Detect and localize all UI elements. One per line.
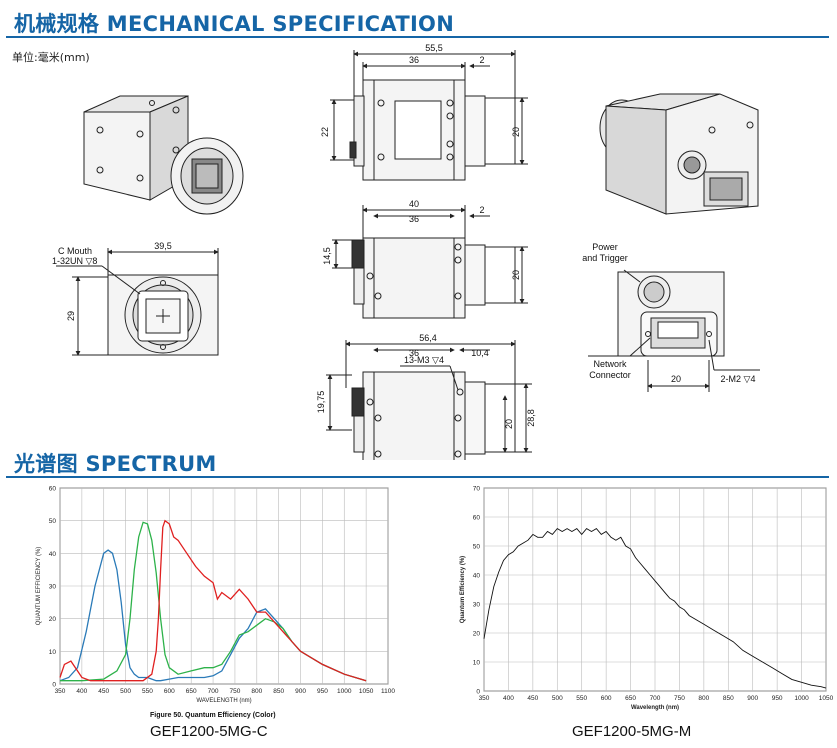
x-tick-label: 400 bbox=[76, 688, 87, 695]
dim-mid-right-h: 20 bbox=[511, 270, 521, 280]
x-tick-label: 550 bbox=[142, 688, 153, 695]
y-tick-label: 50 bbox=[49, 518, 57, 525]
camera-front-view bbox=[56, 248, 219, 356]
spectrum-title-rule bbox=[6, 476, 829, 478]
dim-mid-total: 40 bbox=[409, 199, 419, 209]
x-tick-label: 800 bbox=[251, 688, 262, 695]
x-axis-label: Wavelength (nm) bbox=[631, 705, 679, 711]
unit-label: 单位:毫米(mm) bbox=[12, 51, 90, 64]
camera-side-view bbox=[332, 205, 528, 319]
x-tick-label: 850 bbox=[723, 695, 734, 702]
camera-rear-view bbox=[588, 269, 760, 392]
y-axis-label: QUANTUM EFFICIENCY (%) bbox=[36, 547, 42, 626]
front-label-thread: 1-32UN ▽8 bbox=[52, 256, 97, 266]
x-tick-label: 800 bbox=[698, 695, 709, 702]
dim-top-left-h: 22 bbox=[320, 127, 330, 137]
x-tick-label: 450 bbox=[98, 688, 109, 695]
mechanical-title-rule bbox=[6, 36, 829, 38]
x-axis-label: WAVELENGTH (nm) bbox=[196, 698, 251, 704]
x-tick-label: 700 bbox=[208, 688, 219, 695]
x-tick-label: 650 bbox=[625, 695, 636, 702]
dim-bot-screw: 13-M3 ▽4 bbox=[404, 355, 444, 365]
y-tick-label: 40 bbox=[473, 573, 481, 580]
dim-bot-right-h1: 20 bbox=[504, 419, 514, 429]
dim-top-total: 55,5 bbox=[425, 43, 443, 53]
caption-mono-model: GEF1200-5MG-M bbox=[572, 723, 692, 740]
y-axis-label: Quantum Efficiency (%) bbox=[460, 556, 466, 623]
camera-bottom-view bbox=[326, 340, 532, 460]
y-tick-label: 40 bbox=[49, 551, 57, 558]
camera-top-view bbox=[330, 50, 528, 181]
series-line bbox=[60, 521, 367, 682]
x-tick-label: 700 bbox=[650, 695, 661, 702]
x-tick-label: 1050 bbox=[819, 695, 834, 702]
dim-bot-total: 56,4 bbox=[419, 333, 437, 343]
x-tick-label: 350 bbox=[55, 688, 66, 695]
x-tick-label: 950 bbox=[772, 695, 783, 702]
figure-caption: Figure 50. Quantum Efficiency (Color) bbox=[150, 712, 276, 719]
x-tick-label: 950 bbox=[317, 688, 328, 695]
y-tick-label: 70 bbox=[473, 486, 481, 493]
x-tick-label: 600 bbox=[601, 695, 612, 702]
x-tick-label: 1050 bbox=[359, 688, 374, 695]
spectrum-title: 光谱图 SPECTRUM bbox=[14, 452, 217, 476]
rear-label-power: Power bbox=[592, 242, 618, 252]
dim-front-h: 29 bbox=[66, 311, 76, 321]
y-tick-label: 0 bbox=[52, 682, 56, 689]
mechanical-drawings: 55,5 36 2 22 20 40 36 2 14,5 20 56,4 36 … bbox=[52, 43, 760, 460]
dim-front-w: 39,5 bbox=[154, 241, 172, 251]
x-tick-label: 400 bbox=[503, 695, 514, 702]
dim-bot-right-h2: 28,8 bbox=[526, 409, 536, 427]
dim-top-right-h: 20 bbox=[511, 127, 521, 137]
y-tick-label: 50 bbox=[473, 544, 481, 551]
x-tick-label: 1000 bbox=[337, 688, 352, 695]
y-tick-label: 10 bbox=[49, 649, 57, 656]
dim-bot-left-h: 19,75 bbox=[316, 391, 326, 414]
dim-mid-body: 36 bbox=[409, 214, 419, 224]
dim-bot-body: 36 bbox=[409, 348, 419, 358]
x-tick-label: 350 bbox=[479, 695, 490, 702]
x-tick-label: 750 bbox=[674, 695, 685, 702]
rear-label-connector: Connector bbox=[589, 370, 631, 380]
dim-top-flange: 2 bbox=[479, 55, 484, 65]
front-label-cmouth: C Mouth bbox=[58, 246, 92, 256]
series-line bbox=[483, 528, 827, 689]
x-tick-label: 850 bbox=[273, 688, 284, 695]
x-tick-label: 900 bbox=[747, 695, 758, 702]
dim-bot-lens: 10,4 bbox=[471, 348, 489, 358]
y-tick-label: 60 bbox=[49, 486, 57, 493]
x-tick-label: 1000 bbox=[794, 695, 809, 702]
series-line bbox=[59, 549, 367, 682]
x-tick-label: 500 bbox=[120, 688, 131, 695]
x-tick-label: 1100 bbox=[381, 688, 395, 695]
x-tick-label: 450 bbox=[527, 695, 538, 702]
camera-isometric-front bbox=[83, 95, 244, 215]
y-tick-label: 20 bbox=[49, 616, 57, 623]
y-tick-label: 30 bbox=[49, 584, 57, 591]
caption-color-model: GEF1200-5MG-C bbox=[150, 723, 268, 740]
y-tick-label: 30 bbox=[473, 602, 481, 609]
dim-top-body: 36 bbox=[409, 55, 419, 65]
dim-mid-left-h: 14,5 bbox=[322, 247, 332, 265]
dim-mid-flange: 2 bbox=[479, 205, 484, 215]
dim-rear-screw: 2-M2 ▽4 bbox=[721, 374, 756, 384]
x-tick-label: 550 bbox=[576, 695, 587, 702]
mechanical-title: 机械规格 MECHANICAL SPECIFICATION bbox=[14, 12, 455, 36]
rear-label-network: Network bbox=[593, 359, 627, 369]
x-tick-label: 750 bbox=[230, 688, 241, 695]
y-tick-label: 10 bbox=[473, 660, 481, 667]
dim-rear-w: 20 bbox=[671, 374, 681, 384]
y-tick-label: 60 bbox=[473, 515, 481, 522]
x-tick-label: 900 bbox=[295, 688, 306, 695]
series-line bbox=[59, 519, 367, 682]
x-tick-label: 500 bbox=[552, 695, 563, 702]
y-tick-label: 20 bbox=[473, 631, 481, 638]
x-tick-label: 600 bbox=[164, 688, 175, 695]
rear-label-trigger: and Trigger bbox=[582, 253, 628, 263]
camera-isometric-rear bbox=[599, 93, 759, 215]
x-tick-label: 650 bbox=[186, 688, 197, 695]
y-tick-label: 0 bbox=[476, 689, 480, 696]
